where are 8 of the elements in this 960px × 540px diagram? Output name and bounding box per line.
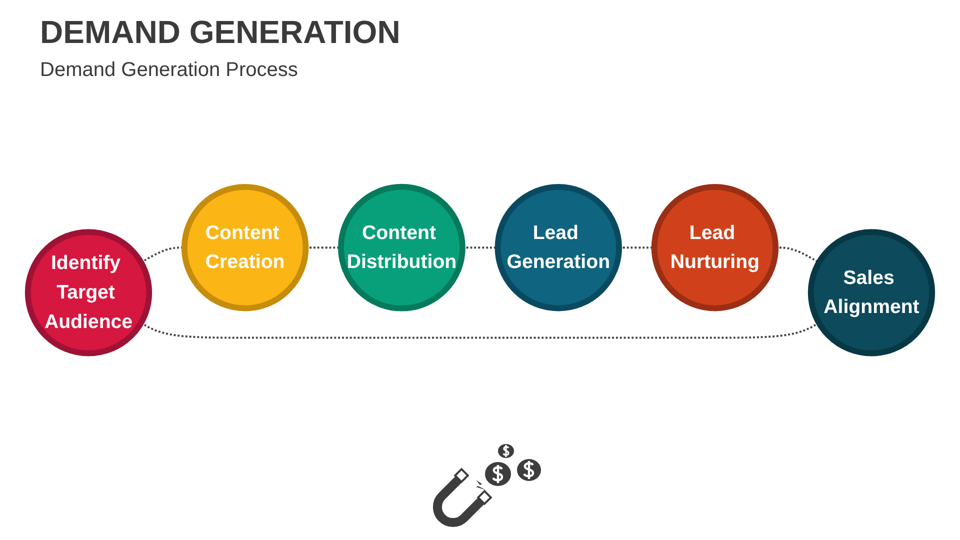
- node-circle: Lead Generation: [494, 184, 622, 312]
- node-circle: Identify Target Audience: [24, 228, 152, 356]
- subtitle: Demand Generation Process: [40, 59, 298, 82]
- node-circle: Content Distribution: [338, 184, 466, 312]
- title: DEMAND GENERATION: [40, 14, 400, 51]
- node-circle: Content Creation: [181, 184, 309, 312]
- node-circle: Sales Alignment: [808, 228, 936, 356]
- node-circle: Lead Nurturing: [651, 184, 779, 312]
